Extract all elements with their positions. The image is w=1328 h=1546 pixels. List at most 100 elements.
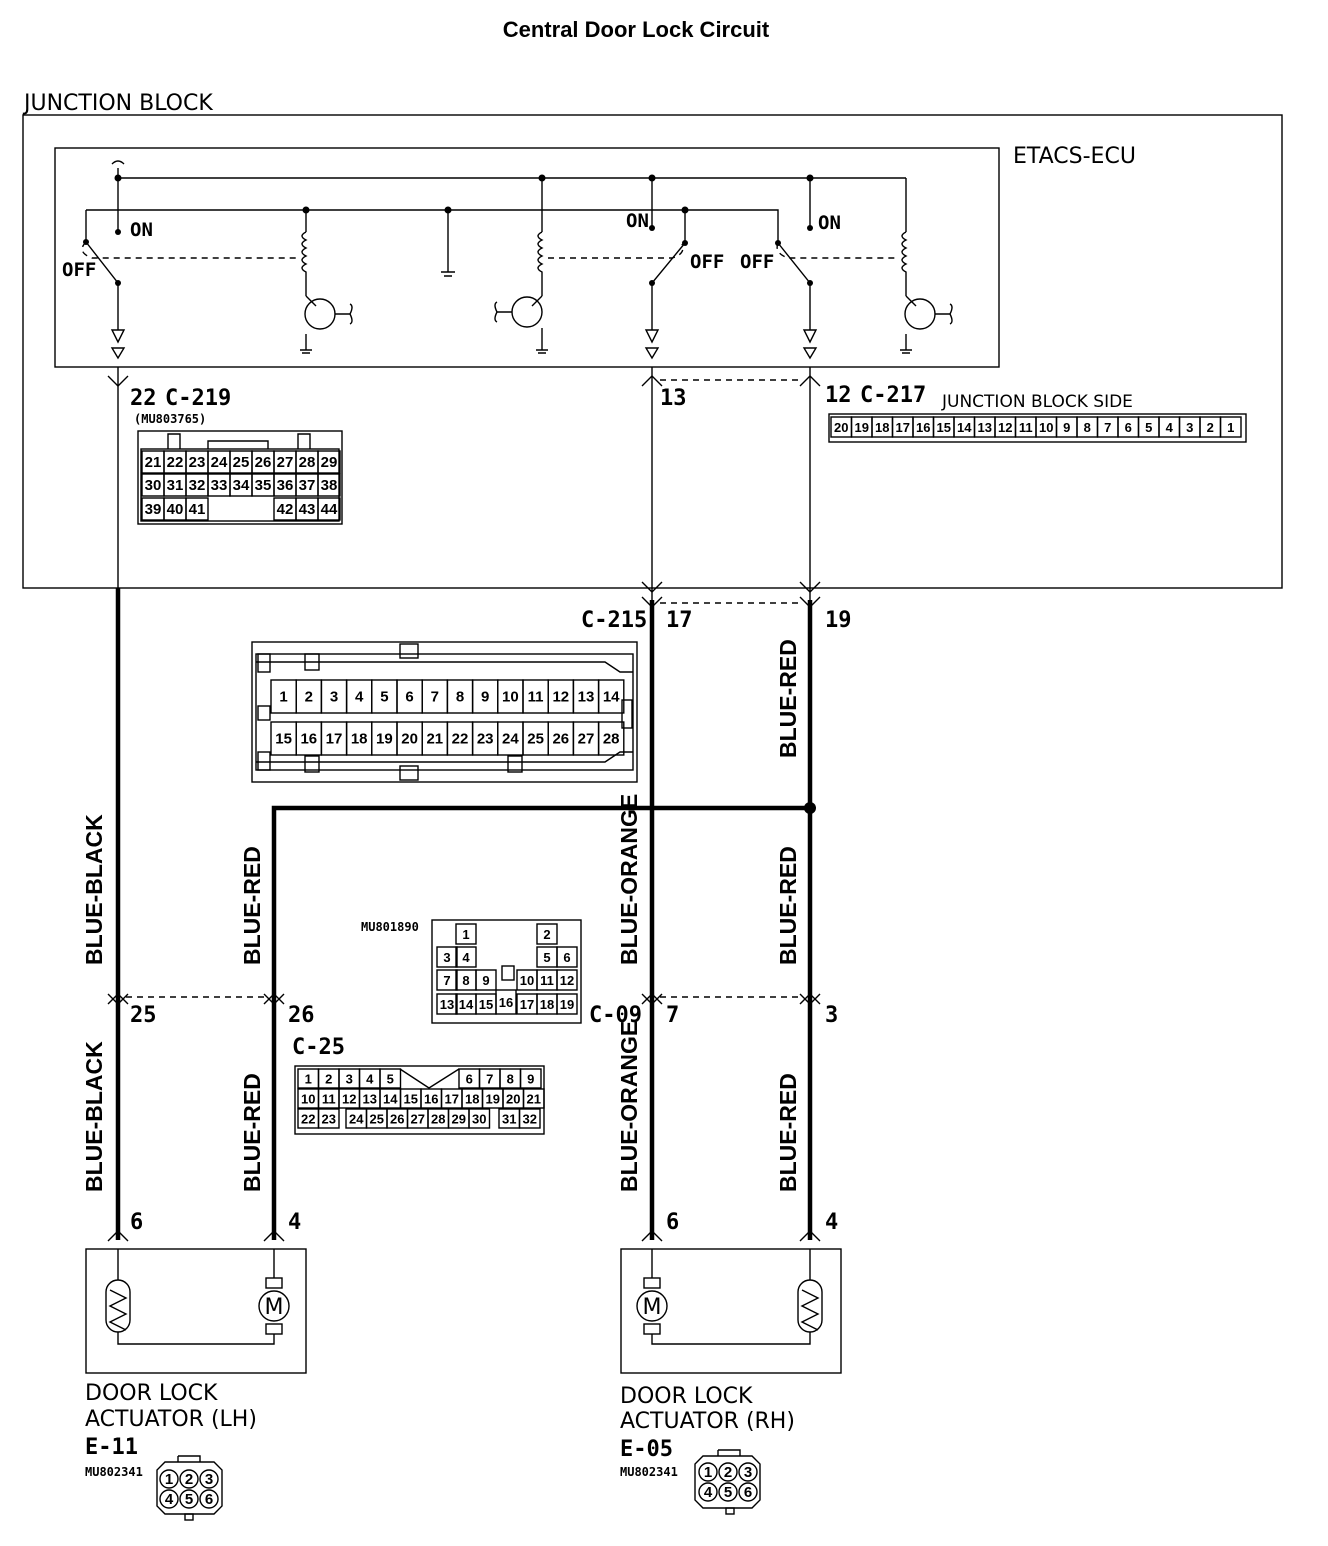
rh-pins-pin-label: 5 [724, 1484, 732, 1501]
c215-pin-label: 8 [456, 689, 464, 706]
c219-pin-label: 28 [299, 454, 316, 471]
c09-pin-label: 3 [443, 950, 450, 965]
c09-cell [556, 993, 578, 1015]
lh-pins-pin-label: 4 [165, 1491, 174, 1508]
c09-cell [436, 993, 458, 1015]
c217-pin-label: 9 [1063, 420, 1070, 435]
switch1-on-label: ON [130, 219, 153, 241]
c25-pin-label: 8 [507, 1072, 514, 1087]
rh-pins-pin-label: 3 [744, 1464, 752, 1481]
c25-pin-label: 18 [465, 1092, 479, 1107]
switch3-off-label: OFF [740, 251, 774, 273]
c219-pin-label: 35 [255, 477, 272, 494]
c215-pin-label: 4 [355, 689, 364, 706]
c219-pin-label: 27 [277, 454, 294, 471]
c25-pin-label: 14 [383, 1092, 398, 1107]
lh-pins-pin-label: 6 [205, 1491, 213, 1508]
c25-pin-label: 9 [527, 1072, 534, 1087]
wire-label-blue-red-rh-upper: BLUE-RED [775, 846, 801, 965]
c215-pin-label: 11 [528, 689, 544, 706]
rh-pins-pin-label: 6 [744, 1484, 752, 1501]
c219-pin-label: 26 [255, 454, 272, 471]
rh-pins-pin [738, 1482, 758, 1502]
c219-pin-label: 25 [233, 454, 250, 471]
c25-cell [317, 1108, 340, 1129]
c09-pin-label: 1 [462, 927, 469, 942]
lh-pin-6: 6 [130, 1210, 143, 1235]
c217-pin-label: 13 [978, 420, 992, 435]
c09-pin-7: 7 [666, 1003, 679, 1028]
c25-pin-26: 26 [288, 1003, 315, 1028]
c215-pin-label: 25 [527, 731, 544, 748]
lh-pins-pin [199, 1489, 219, 1509]
c25-name: C-25 [292, 1035, 345, 1060]
rh-part-number: MU802341 [620, 1465, 678, 1479]
c25-pin-label: 23 [322, 1112, 336, 1127]
c215-pin-label: 22 [452, 731, 469, 748]
rh-label-line1: DOOR LOCK [620, 1384, 753, 1409]
c09-pin-label: 14 [459, 997, 474, 1012]
c09-pin-label: 13 [440, 997, 454, 1012]
c215-pin-label: 16 [300, 731, 317, 748]
c215-pin-label: 3 [330, 689, 338, 706]
c217-pin-13: 13 [660, 386, 687, 411]
wiring [107, 367, 821, 1242]
wire-label-blue-orange-upper: BLUE-ORANGE [616, 794, 642, 965]
c217-pin-label: 8 [1084, 420, 1091, 435]
c09-cell [556, 969, 578, 991]
rh-pins-pin [698, 1462, 718, 1482]
switch2-off-label: OFF [690, 251, 724, 273]
rh-pins-pin-label: 1 [704, 1464, 712, 1481]
c217-pin-label: 18 [875, 420, 889, 435]
c25-cell [519, 1068, 542, 1089]
lh-label-line1: DOOR LOCK [85, 1381, 218, 1406]
c215-pin-label: 28 [603, 731, 620, 748]
c25-pin-label: 1 [305, 1072, 312, 1087]
c219-pin-label: 22 [167, 454, 184, 471]
c09-pin-label: 9 [482, 973, 489, 988]
lh-motor-symbol: M [265, 1295, 284, 1320]
rh-pins-pin-label: 2 [724, 1464, 732, 1481]
c219-cell [317, 497, 341, 521]
c25-pin-label: 32 [523, 1112, 537, 1127]
c25-pin-label: 13 [363, 1092, 377, 1107]
c09-part-number: MU801890 [361, 920, 419, 934]
c09-cell [455, 923, 477, 945]
c217-pin-label: 7 [1104, 420, 1111, 435]
c215-pin-label: 18 [351, 731, 368, 748]
rh-connector-code: E-05 [620, 1437, 673, 1462]
c219-pin-label: 40 [167, 501, 184, 518]
wire-label-blue-black-upper: BLUE-BLACK [81, 814, 107, 965]
lh-pins-pin-label: 2 [185, 1471, 193, 1488]
c25-pin-label: 28 [431, 1112, 445, 1127]
c215-pin-label: 5 [380, 689, 388, 706]
c219-pin-label: 37 [299, 477, 316, 494]
c215-pin-label: 15 [275, 731, 292, 748]
c25-pin-label: 27 [411, 1112, 425, 1127]
c219-pin-label: 38 [321, 477, 338, 494]
c25-pin-label: 30 [472, 1112, 486, 1127]
rh-pins-pin [718, 1462, 738, 1482]
c09-cell [436, 969, 458, 991]
lh-pins-pin-label: 1 [165, 1471, 173, 1488]
c219-pin-label: 34 [233, 477, 250, 494]
c25-pin-label: 24 [349, 1112, 364, 1127]
c09-pin-label: 8 [462, 973, 469, 988]
c217-cell [1219, 416, 1242, 438]
c215-pin-label: 17 [326, 731, 343, 748]
c25-key-notch [399, 1068, 460, 1089]
c25-pin-label: 7 [486, 1072, 493, 1087]
c25-cell [518, 1108, 541, 1129]
c219-pin-label: 41 [189, 501, 206, 518]
c215-pin-label: 7 [431, 689, 439, 706]
c215-pin-label: 10 [502, 689, 519, 706]
c25-pin-label: 3 [346, 1072, 353, 1087]
c219-pin-label: 23 [189, 454, 206, 471]
c215-cell [597, 721, 625, 756]
c25-cell [522, 1088, 545, 1109]
c09-cell [495, 989, 517, 1015]
rh-motor-symbol: M [643, 1295, 662, 1320]
